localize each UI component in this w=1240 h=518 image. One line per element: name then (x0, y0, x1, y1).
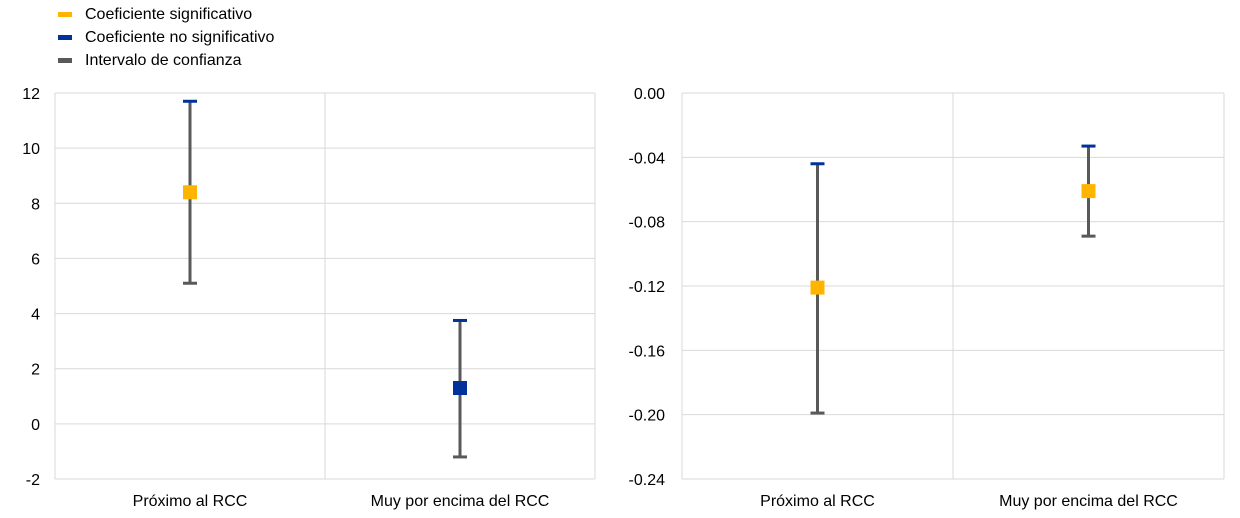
y-tick-label: -2 (26, 472, 40, 489)
y-tick-label: 4 (31, 307, 40, 324)
x-tick-label-muy-por-encima-del-rcc: Muy por encima del RCC (371, 493, 550, 510)
y-tick-label: -0.08 (629, 215, 666, 232)
y-tick-label: 2 (31, 362, 40, 379)
y-tick-label: 8 (31, 196, 40, 213)
y-tick-label: -0.12 (629, 279, 666, 296)
legend-swatch-interval (58, 58, 72, 63)
coefficient-marker-significant (810, 280, 825, 295)
legend-label-significant: Coeficiente significativo (85, 6, 253, 23)
x-tick-label-proximo-al-rcc: Próximo al RCC (760, 493, 875, 510)
legend-label-not-significant: Coeficiente no significativo (85, 29, 275, 46)
y-tick-label: 12 (22, 86, 40, 103)
legend-swatch-significant (58, 12, 72, 17)
y-tick-label: -0.20 (629, 408, 666, 425)
x-tick-label-proximo-al-rcc: Próximo al RCC (133, 493, 248, 510)
y-tick-label: 0.00 (634, 86, 665, 103)
y-tick-label: -0.16 (629, 343, 666, 360)
chart-right: 0.00 -0.04 -0.08 -0.12 -0.16 -0.20 -0.24Próxim… (629, 86, 1225, 510)
y-tick-label: 6 (31, 251, 40, 268)
legend-label-interval: Intervalo de confianza (85, 52, 242, 69)
legend-item-interval: Intervalo de confianza (58, 49, 274, 72)
y-tick-label: -0.24 (629, 472, 666, 489)
legend-swatch-not-significant (58, 35, 72, 40)
coefficient-marker-not-significant (453, 381, 467, 396)
y-tick-label: 10 (22, 141, 40, 158)
y-tick-label: 0 (31, 417, 40, 434)
legend-item-significant: Coeficiente significativo (58, 3, 274, 26)
coefficient-marker-significant (1081, 184, 1096, 199)
legend-item-not-significant: Coeficiente no significativo (58, 26, 274, 49)
coefficient-marker-significant (183, 185, 197, 200)
legend: Coeficiente significativo Coeficiente no… (58, 3, 274, 72)
x-tick-label-muy-por-encima-del-rcc: Muy por encima del RCC (999, 493, 1178, 510)
y-tick-label: -0.04 (629, 150, 666, 167)
